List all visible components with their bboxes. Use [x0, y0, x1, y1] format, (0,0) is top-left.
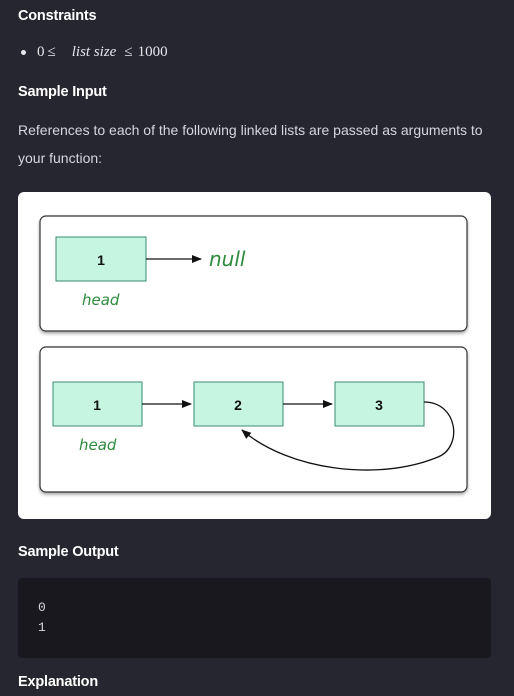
constraint-min: 0	[37, 44, 45, 60]
cycle-arrow	[241, 401, 455, 471]
linked-list-diagram: 1 null head 1 2 3 head	[18, 192, 491, 519]
list1-node-1-label: 1	[97, 252, 105, 268]
constraints-heading: Constraints	[18, 8, 97, 24]
sample-input-heading: Sample Input	[18, 84, 107, 100]
sample-input-line-1: References to each of the following link…	[18, 122, 483, 138]
explanation-heading: Explanation	[18, 674, 98, 690]
constraint-item: 0 ≤ list size ≤ 1000	[21, 44, 168, 61]
bullet-icon	[21, 50, 26, 55]
list2-node-3	[334, 381, 425, 427]
list2-node-2-label: 2	[234, 397, 242, 413]
sample-input-line-2: your function:	[18, 150, 103, 166]
output-line-2: 1	[38, 620, 46, 635]
list2-node-1	[52, 381, 143, 427]
list2-node-1-label: 1	[93, 397, 101, 413]
diagram-svg: 1 null head 1 2 3 head	[39, 215, 468, 493]
list1-node-1	[55, 236, 147, 282]
constraint-leq: ≤	[47, 44, 56, 60]
sample-output-code-block: 0 1	[18, 578, 491, 658]
constraint-max: 1000	[137, 44, 168, 60]
sample-input-text: References to each of the following link…	[18, 116, 498, 172]
list1-head-label: head	[82, 291, 120, 309]
list2-head-label: head	[79, 436, 117, 454]
list2-node-2	[193, 381, 284, 427]
output-line-1: 0	[38, 600, 46, 615]
null-label: null	[209, 247, 246, 271]
sample-output-heading: Sample Output	[18, 544, 119, 560]
list-panel-1	[39, 215, 468, 332]
constraint-expr: list size	[71, 44, 117, 60]
list2-node-3-label: 3	[375, 397, 383, 413]
constraint-leq-2: ≤	[124, 44, 133, 60]
